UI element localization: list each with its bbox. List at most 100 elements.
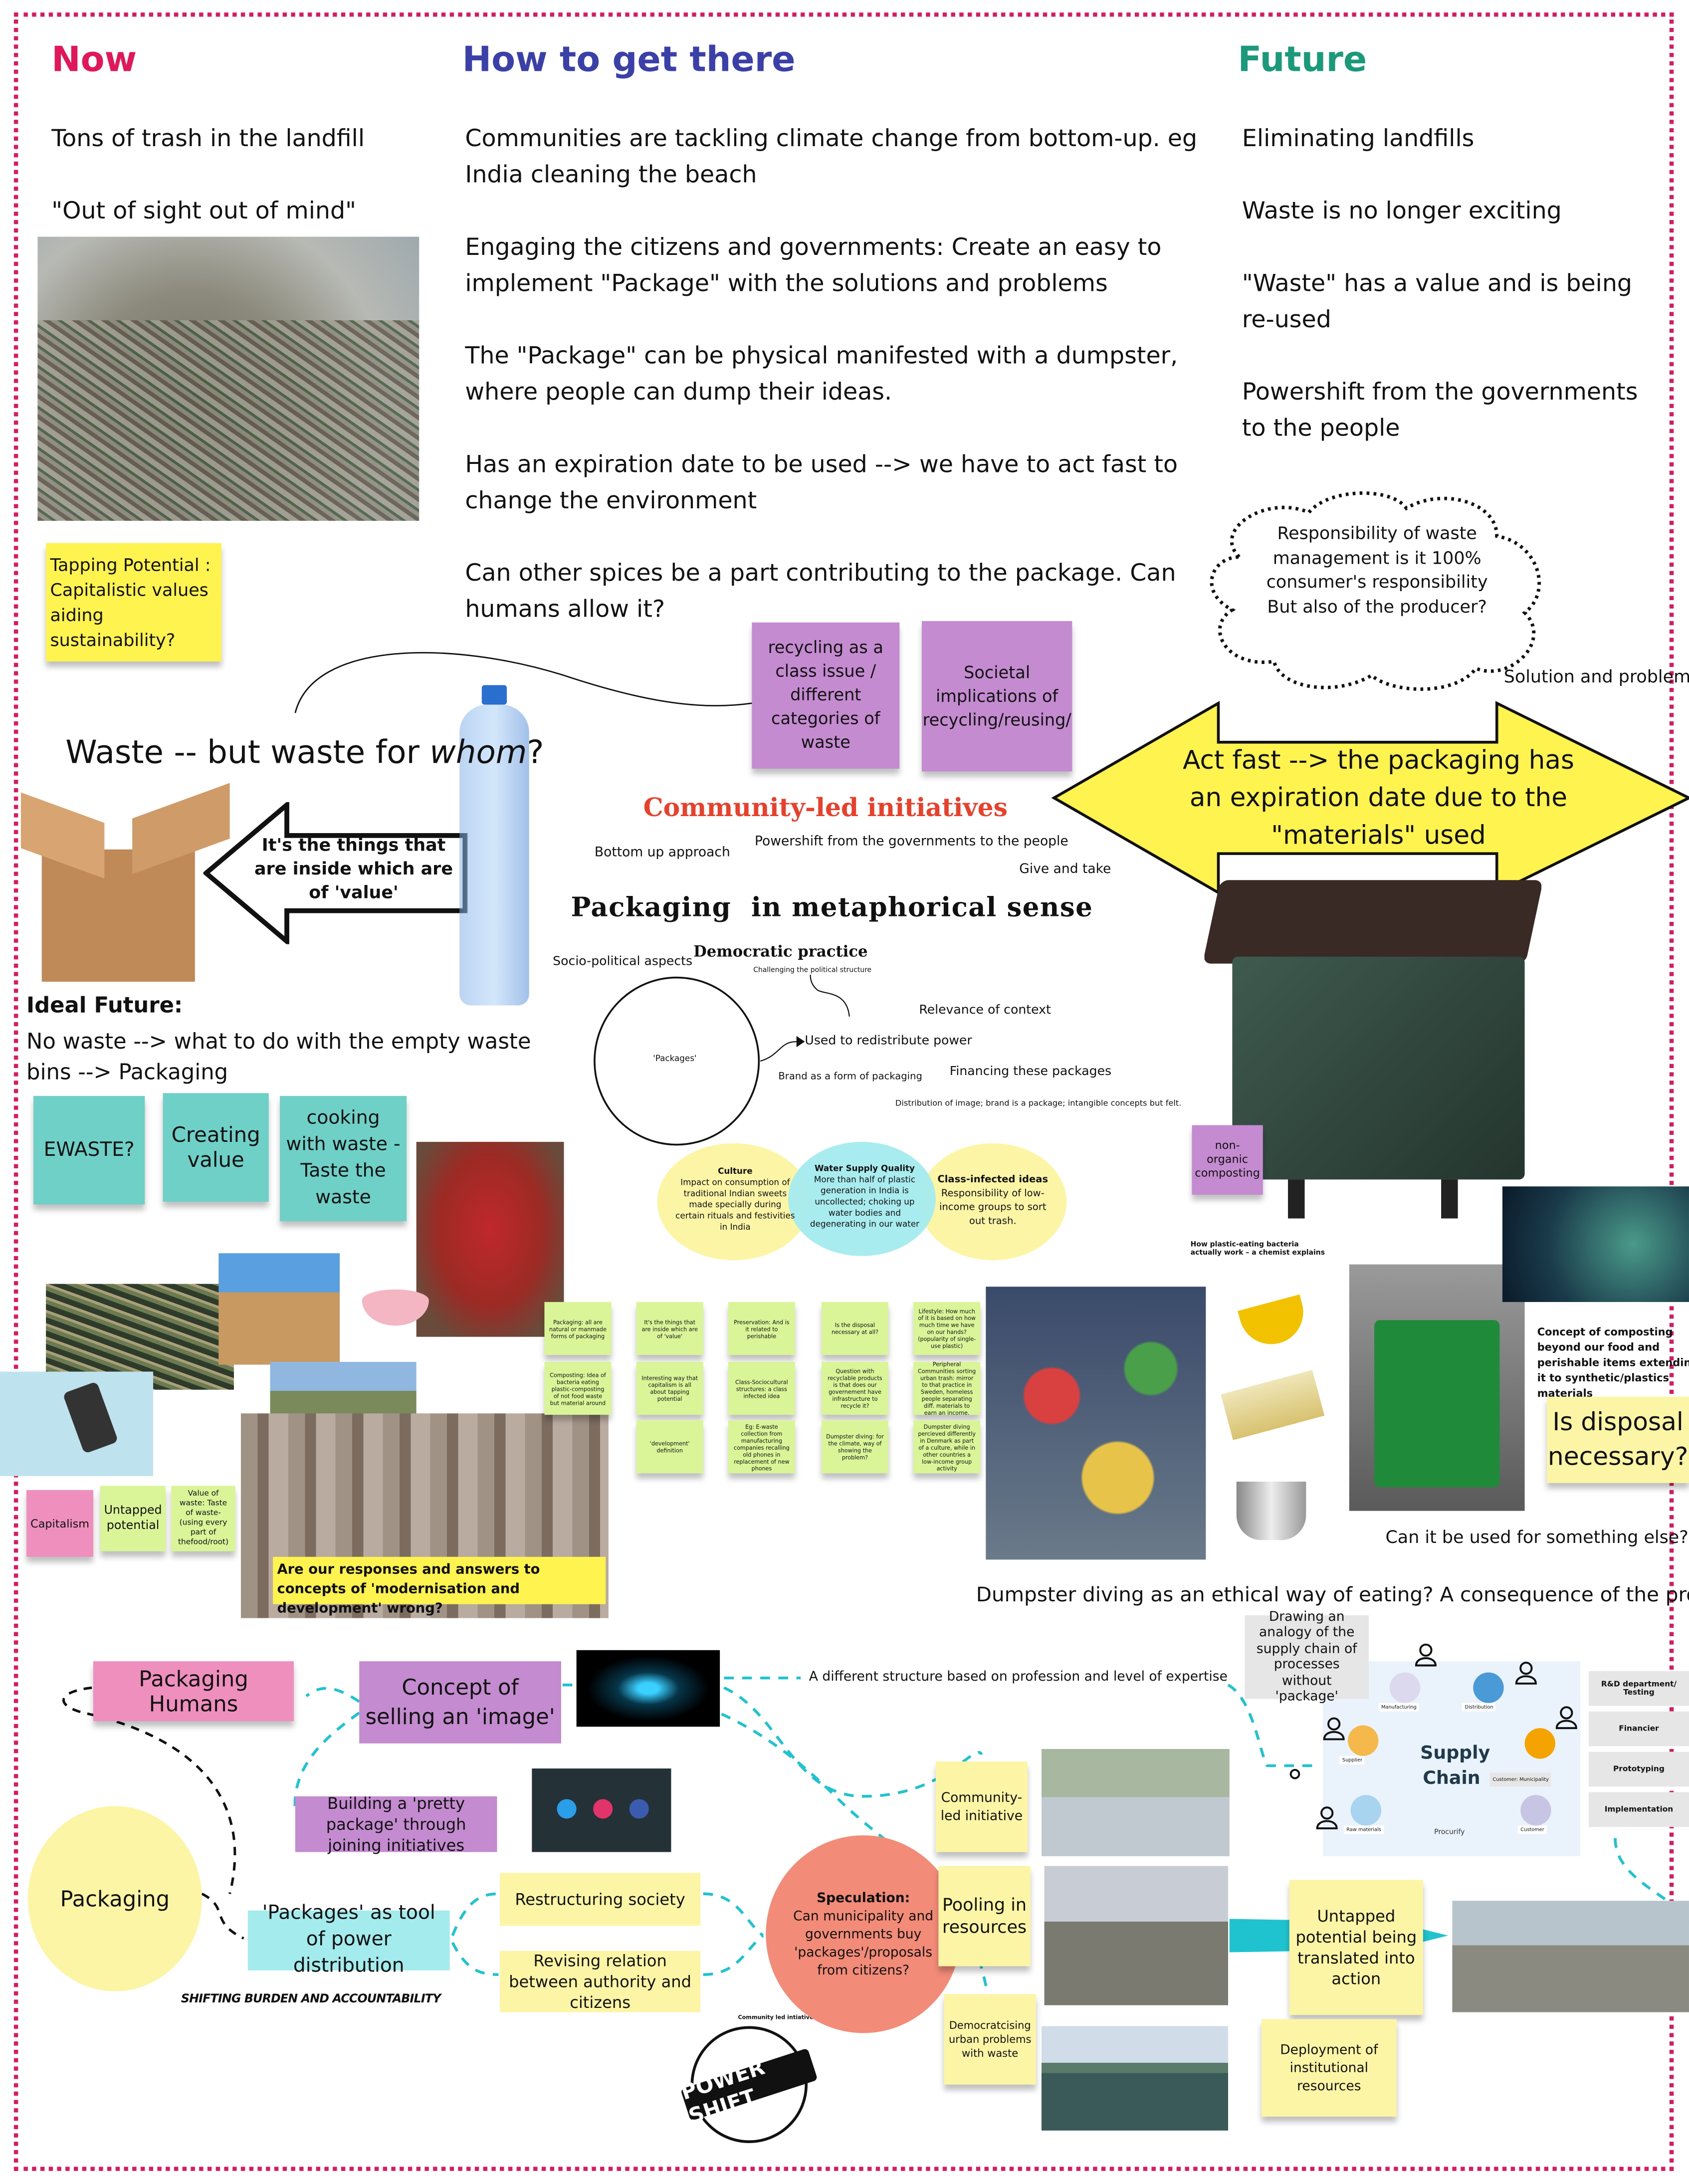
community-led-sticky: Community-led initiative bbox=[935, 1761, 1028, 1852]
green-sticky: Is the disposal necessary at all? bbox=[821, 1302, 888, 1355]
deployment-sticky: Deployment of institutional resources bbox=[1262, 2019, 1397, 2117]
revising-box: Revising relation between authority and … bbox=[500, 1950, 701, 2012]
green-sticky: Peripheral Communities sorting urban tra… bbox=[913, 1360, 981, 1416]
ewaste-sticky: EWASTE? bbox=[33, 1095, 145, 1205]
packaging-circle: Packaging bbox=[27, 1806, 202, 1991]
person-icons bbox=[1289, 1643, 1577, 1830]
ideal-future-text: No waste --> what to do with the empty w… bbox=[26, 1029, 531, 1085]
retail-icon bbox=[1524, 1728, 1555, 1759]
node-manufacturing: Manufacturing bbox=[1378, 1703, 1420, 1712]
brand-label: Brand as a form of packaging bbox=[778, 1071, 922, 1082]
green-sticky: 'development' definition bbox=[636, 1420, 703, 1474]
beach-cleanup-photo bbox=[1452, 1901, 1689, 2012]
shifting-burden-label: SHIFTING BURDEN AND ACCOUNTABILITY bbox=[181, 1992, 441, 2007]
social-icons-photo bbox=[532, 1768, 671, 1852]
stage-box: Financier bbox=[1588, 1711, 1689, 1747]
node-raw-materials: Raw materials bbox=[1343, 1825, 1384, 1834]
bacteria-photo bbox=[1502, 1186, 1689, 1302]
community-led-title: Community-led initiatives bbox=[643, 794, 1008, 823]
heading-emphasis: whom bbox=[429, 735, 527, 772]
supplier-icon bbox=[1348, 1725, 1379, 1756]
responsibility-cloud-text: Responsibility of waste management is it… bbox=[1266, 522, 1488, 617]
green-sticky: Dumpster diving: for the climate, way of… bbox=[821, 1420, 888, 1474]
how-heading: How to get there bbox=[462, 39, 796, 80]
speculation-title: Speculation: bbox=[817, 1890, 910, 1906]
ideal-future-title: Ideal Future: bbox=[26, 993, 183, 1018]
power-shift-stamp: POWER SHIFT bbox=[678, 2026, 818, 2143]
something-else-text: Can it be used for something else? bbox=[1385, 1526, 1689, 1547]
give-take-label: Give and take bbox=[1019, 862, 1111, 877]
stamp-text: POWER SHIFT bbox=[678, 2048, 818, 2129]
challenging-label: Challenging the political structure bbox=[753, 966, 872, 975]
venn-title: Class-infected ideas bbox=[937, 1174, 1049, 1185]
venn-title: Water Supply Quality bbox=[814, 1164, 915, 1174]
now-heading: Now bbox=[51, 39, 137, 80]
powershift-label: Powershift from the governments to the p… bbox=[754, 834, 1068, 850]
plastic-bottle-image bbox=[448, 685, 540, 1006]
landfill-photo bbox=[37, 236, 420, 521]
packages-label: 'Packages' bbox=[653, 1054, 697, 1064]
green-sticky: Packaging: all are natural or manmade fo… bbox=[544, 1302, 612, 1355]
river-photo bbox=[1041, 2026, 1229, 2131]
future-item: Powershift from the governments to the p… bbox=[1242, 379, 1638, 443]
customer-icon bbox=[1520, 1795, 1551, 1826]
bottom-up-label: Bottom up approach bbox=[594, 845, 730, 861]
green-sticky: Dumpster diving percieved differently in… bbox=[913, 1420, 981, 1474]
green-sticky: Question with recyclable products is tha… bbox=[821, 1361, 888, 1415]
phone-hand-photo bbox=[0, 1371, 154, 1476]
metaphor-title: Packaging in metaphorical sense bbox=[571, 892, 1093, 923]
recycling-class-sticky: recycling as a class issue / different c… bbox=[752, 622, 900, 769]
packaging-humans-box: Packaging Humans bbox=[93, 1661, 294, 1722]
procurify-logo-text: Procurify bbox=[1434, 1828, 1465, 1837]
how-item: Has an expiration date to be used --> we… bbox=[465, 451, 1178, 515]
societal-implications-sticky: Societal implications of recycling/reusi… bbox=[921, 621, 1072, 772]
compost-bin-photo bbox=[1349, 1264, 1525, 1511]
capitalism-sticky: Capitalism bbox=[26, 1490, 94, 1557]
untapped-action-sticky: Untapped potential being translated into… bbox=[1289, 1880, 1423, 2015]
future-heading: Future bbox=[1238, 39, 1367, 80]
venn-text: Impact on consumption of traditional Ind… bbox=[675, 1178, 795, 1233]
food-waste-photo bbox=[986, 1287, 1206, 1560]
creating-value-sticky: Creating value bbox=[163, 1093, 269, 1202]
green-sticky: It's the things that are inside which ar… bbox=[636, 1302, 703, 1355]
cleanup-photo bbox=[1044, 1866, 1229, 2005]
redistribute-label: Used to redistribute power bbox=[805, 1035, 972, 1049]
stage-box: Prototyping bbox=[1588, 1751, 1689, 1787]
connector-curve bbox=[294, 652, 752, 713]
metal-cup-image bbox=[1236, 1482, 1306, 1540]
different-structure-text: A different structure based on professio… bbox=[809, 1669, 1228, 1685]
act-fast-text: Act fast --> the packaging has an expira… bbox=[1183, 746, 1574, 851]
bacteria-headline: How plastic-eating bacteria actually wor… bbox=[1190, 1241, 1325, 1258]
venn-title: Culture bbox=[718, 1167, 753, 1177]
future-item: Eliminating landfills bbox=[1242, 125, 1475, 154]
modernisation-caption: Are our responses and answers to concept… bbox=[273, 1556, 606, 1617]
socio-political-label: Socio-political aspects bbox=[553, 955, 693, 969]
green-sticky: Class-Sociocultural structures: a class … bbox=[728, 1361, 795, 1415]
financing-label: Financing these packages bbox=[949, 1065, 1112, 1080]
node-customer-municipality: Customer: Municipality bbox=[1489, 1772, 1552, 1787]
composting-concept-text: Concept of composting beyond our food an… bbox=[1537, 1325, 1689, 1400]
green-sticky: Preservation: And is it related to peris… bbox=[728, 1302, 795, 1355]
raw-materials-icon bbox=[1350, 1795, 1382, 1826]
green-sticky: Interesting way that capitalism is all a… bbox=[636, 1361, 703, 1415]
speculation-text: Can municipality and governments buy 'pa… bbox=[793, 1908, 934, 1978]
green-sticky: Composting: Idea of bacteria eating plas… bbox=[544, 1361, 612, 1415]
waste-for-whom-heading: Waste -- but waste for whom? bbox=[65, 735, 544, 772]
heading-part: Waste -- but waste for bbox=[65, 735, 430, 772]
selling-image-box: Concept of selling an 'image' bbox=[359, 1661, 561, 1744]
solution-problems-label: Solution and problems bbox=[1503, 665, 1689, 687]
distribution-label: Distribution of image; brand is a packag… bbox=[895, 1100, 1182, 1108]
analogy-box: Drawing an analogy of the supply chain o… bbox=[1245, 1609, 1369, 1705]
democratic-practice: Democratic practice bbox=[693, 942, 868, 961]
inside-value-text: It's the things that are inside which ar… bbox=[254, 834, 453, 902]
stamp-caption: Community led intiative bbox=[738, 2013, 814, 2021]
pretty-package-box: Building a 'pretty package' through join… bbox=[295, 1793, 497, 1854]
future-item: "Waste" has a value and is being re-used bbox=[1242, 270, 1633, 334]
packages-ellipse-diagram bbox=[594, 974, 850, 1146]
cardboard-box-image bbox=[7, 783, 230, 982]
heading-part: ? bbox=[527, 735, 544, 772]
thought-cloud-shape bbox=[1210, 491, 1541, 691]
